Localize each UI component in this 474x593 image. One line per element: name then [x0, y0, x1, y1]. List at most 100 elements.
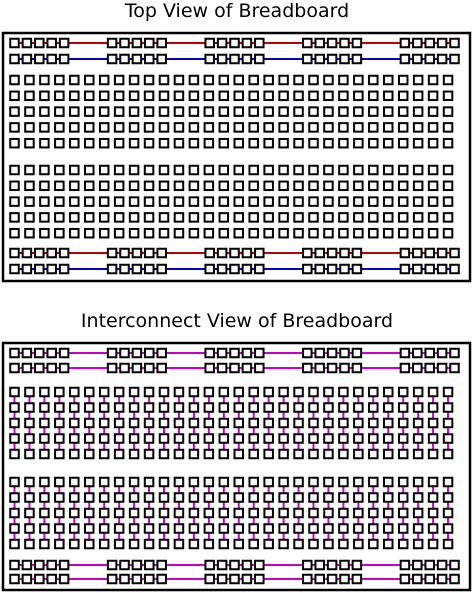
terminal-hole: [248, 196, 259, 207]
rail-hole: [351, 559, 363, 571]
terminal-hole: [98, 448, 110, 460]
rail-hole: [21, 559, 33, 571]
terminal-hole: [323, 164, 334, 176]
terminal-hole: [54, 402, 65, 413]
rail-hole: [131, 573, 143, 585]
terminal-hole: [218, 180, 230, 192]
rail-hole: [424, 559, 435, 571]
terminal-hole: [442, 180, 454, 192]
terminal-hole: [98, 402, 110, 413]
terminal-hole: [308, 476, 319, 488]
terminal-hole: [412, 122, 424, 133]
rail-hole: [412, 53, 423, 65]
terminal-hole: [24, 433, 35, 444]
terminal-hole: [203, 180, 215, 192]
terminal-hole: [203, 507, 215, 519]
rail-hole: [119, 559, 130, 571]
terminal-hole: [98, 212, 110, 223]
rail-hole: [326, 37, 338, 49]
terminal-hole: [158, 492, 170, 503]
terminal-hole: [233, 74, 244, 86]
terminal-hole: [308, 402, 319, 413]
terminal-hole: [188, 106, 200, 117]
terminal-hole: [233, 227, 244, 239]
terminal-hole: [158, 164, 170, 176]
terminal-hole: [188, 386, 200, 398]
terminal-hole: [353, 122, 364, 133]
terminal-hole: [427, 507, 439, 519]
terminal-hole: [113, 74, 125, 86]
terminal-hole: [173, 137, 185, 149]
terminal-hole: [427, 122, 439, 133]
terminal-hole: [9, 227, 20, 239]
terminal-hole: [278, 196, 289, 207]
terminal-hole: [323, 507, 334, 519]
terminal-hole: [143, 164, 155, 176]
terminal-hole: [158, 523, 170, 534]
terminal-hole: [278, 492, 289, 503]
rail-hole: [302, 247, 313, 259]
terminal-hole: [383, 137, 394, 149]
terminal-hole: [128, 402, 140, 413]
terminal-hole: [84, 492, 95, 503]
terminal-hole: [383, 433, 394, 444]
terminal-hole: [248, 122, 259, 133]
rail-hole: [204, 362, 215, 374]
terminal-hole: [9, 137, 20, 149]
terminal-hole: [143, 433, 155, 444]
rail-hole: [351, 53, 363, 65]
terminal-hole: [323, 137, 334, 149]
terminal-hole: [98, 507, 110, 519]
terminal-hole: [263, 90, 274, 102]
terminal-hole: [233, 433, 244, 444]
terminal-hole: [24, 227, 35, 239]
terminal-hole: [9, 538, 20, 550]
terminal-hole: [278, 90, 289, 102]
rail-hole: [436, 347, 448, 359]
rail-hole: [156, 247, 167, 259]
terminal-hole: [143, 90, 155, 102]
terminal-hole: [293, 523, 304, 534]
terminal-hole: [39, 523, 50, 534]
terminal-hole: [128, 507, 140, 519]
rail-hole: [34, 53, 45, 65]
rail-hole: [216, 559, 228, 571]
terminal-hole: [113, 492, 125, 503]
terminal-hole: [158, 137, 170, 149]
terminal-hole: [188, 180, 200, 192]
rail-hole: [204, 559, 215, 571]
rail-hole: [144, 247, 155, 259]
terminal-hole: [323, 106, 334, 117]
terminal-hole: [338, 386, 349, 398]
power-rail: [9, 347, 460, 359]
rail-hole: [339, 559, 350, 571]
rail-hole: [254, 247, 265, 259]
rail-hole: [314, 53, 325, 65]
terminal-hole: [143, 476, 155, 488]
terminal-hole: [188, 433, 200, 444]
rail-hole: [241, 247, 253, 259]
rail-hole: [412, 559, 423, 571]
terminal-hole: [218, 402, 230, 413]
terminal-hole: [338, 507, 349, 519]
terminal-hole: [9, 476, 20, 488]
terminal-hole: [383, 507, 394, 519]
rail-hole: [424, 263, 435, 275]
terminal-hole: [158, 212, 170, 223]
terminal-hole: [173, 212, 185, 223]
rail-hole: [131, 362, 143, 374]
terminal-hole: [218, 476, 230, 488]
power-rail: [9, 53, 460, 65]
rail-hole: [302, 37, 313, 49]
terminal-hole: [323, 386, 334, 398]
rail-hole: [436, 362, 448, 374]
terminal-hole: [39, 538, 50, 550]
terminal-hole: [368, 74, 379, 86]
terminal-hole: [158, 538, 170, 550]
rail-hole: [131, 263, 143, 275]
terminal-hole: [24, 448, 35, 460]
terminal-hole: [128, 448, 140, 460]
terminal-hole: [338, 180, 349, 192]
terminal-hole: [98, 164, 110, 176]
terminal-hole: [203, 212, 215, 223]
